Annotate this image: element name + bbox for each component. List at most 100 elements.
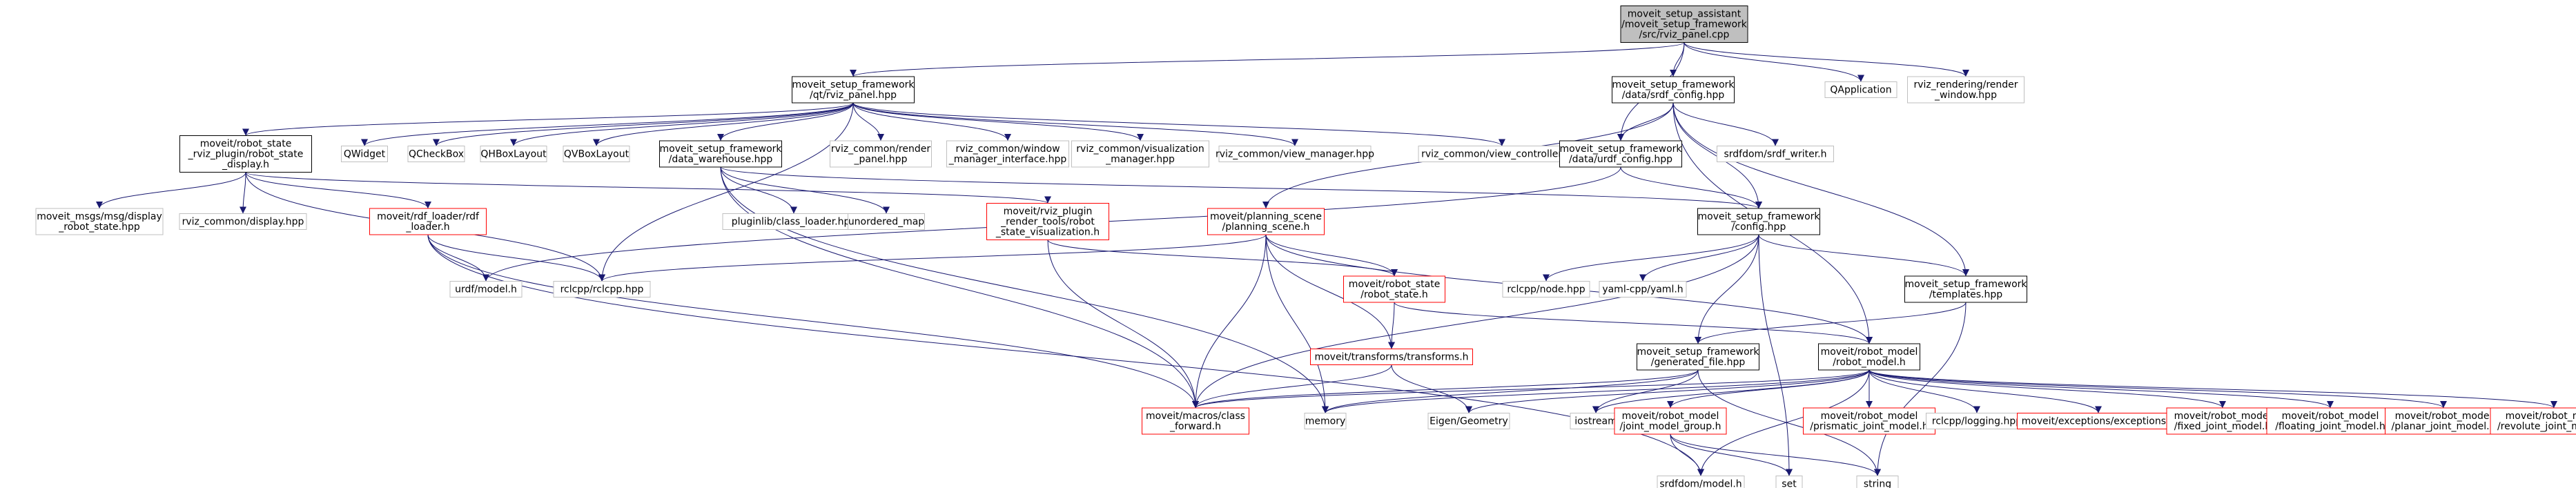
graph-node-class-forward[interactable]: moveit/macros/class_forward.h (1142, 407, 1249, 435)
graph-node-rviz-panel-hpp[interactable]: moveit_setup_framework/qt/rviz_panel.hpp (792, 76, 915, 104)
node-label-line: moveit/robot_state (200, 139, 292, 150)
graph-node-yaml: yaml-cpp/yaml.h (1599, 281, 1687, 297)
node-label-line: moveit/rdf_loader/rdf (377, 211, 480, 222)
edge-rviz-panel-hpp-to-qcheckbox (433, 102, 854, 146)
graph-node-qvboxlayout: QVBoxLayout (563, 146, 630, 162)
edge-robot-state-display-to-rdf-loader (245, 172, 431, 209)
graph-node-robot-state-h[interactable]: moveit/robot_state/robot_state.h (1343, 275, 1445, 303)
edge-robot-model-h-to-exceptions (1868, 369, 2102, 413)
edge-robot-model-h-to-iostream (1592, 369, 1870, 413)
edge-planning-scene-to-transforms (1265, 234, 1395, 349)
graph-node-robot-state-visualization[interactable]: moveit/rviz_plugin_render_tools/robot_st… (986, 203, 1109, 240)
edge-generated-file-to-iostream (1592, 369, 1699, 413)
node-label-line: _manager.hpp (1105, 154, 1175, 165)
node-label-line: _loader.h (405, 222, 449, 233)
graph-node-rdf-loader[interactable]: moveit/rdf_loader/rdf_loader.h (369, 208, 487, 235)
edge-robot-state-visualization-to-robot-state-h (1047, 240, 1398, 277)
node-box (480, 146, 547, 162)
edge-joint-model-group-to-string (1670, 433, 1881, 476)
node-label-line: moveit/robot_model (2174, 411, 2272, 422)
node-box (35, 208, 164, 235)
edge-templates-hpp-to-generated-file (1695, 302, 1967, 344)
node-label-line: /data_warehouse.hpp (669, 154, 773, 165)
edge-config-hpp-to-set (1758, 234, 1793, 476)
graph-node-joint-model-group[interactable]: moveit/robot_model/joint_model_group.h (1614, 407, 1727, 435)
edge-config-hpp-to-yaml (1639, 234, 1759, 282)
edge-rviz-panel-hpp-to-robot-state-display (242, 102, 854, 136)
graph-node-logging: rclcpp/logging.hpp (1926, 413, 2028, 429)
node-label-line: rviz_common/view_controller.hpp (1421, 149, 1583, 160)
edge-rviz-panel-hpp-to-rclcpp (598, 102, 854, 282)
edge-rviz-panel-hpp-to-qwidget (361, 102, 854, 146)
node-label-line: moveit_setup_framework (659, 144, 782, 155)
node-box (1304, 413, 1347, 429)
node-label-line: Eigen/Geometry (1430, 416, 1508, 427)
node-label-line: moveit/macros/class (1146, 411, 1245, 422)
graph-node-srdfdom-model: srdfdom/model.h (1657, 476, 1745, 488)
graph-node-floating-joint[interactable]: moveit/robot_model/floating_joint_model.… (2266, 407, 2394, 435)
node-label-line: _robot_state.hpp (58, 222, 140, 233)
node-label-line: /src/rviz_panel.cpp (1639, 30, 1730, 41)
node-label-line: moveit/rviz_plugin (1004, 206, 1093, 217)
node-label-line: urdf/model.h (455, 284, 517, 295)
node-box (1427, 413, 1510, 429)
node-box (1559, 140, 1682, 168)
node-label-line: /prismatic_joint_model.h (1810, 421, 1928, 432)
node-label-line: rviz_common/display.hpp (182, 217, 304, 228)
edge-joint-model-group-to-set (1670, 433, 1793, 476)
graph-node-eigen: Eigen/Geometry (1427, 413, 1510, 429)
node-label-line: QWidget (344, 149, 386, 160)
graph-node-generated-file[interactable]: moveit_setup_framework/generated_file.hp… (1637, 343, 1759, 371)
graph-node-fixed-joint[interactable]: moveit/robot_model/fixed_joint_model.h (2166, 407, 2279, 435)
graph-node-set: set (1775, 476, 1803, 488)
graph-node-robot-state-display[interactable]: moveit/robot_state_rviz_plugin/robot_sta… (179, 135, 312, 173)
node-label-line: moveit/robot_model (2506, 411, 2576, 422)
node-label-line: _rviz_plugin/robot_state (188, 149, 304, 160)
graph-node-qapplication: QApplication (1824, 81, 1897, 98)
graph-node-robot-model-h[interactable]: moveit/robot_model/robot_model.h (1818, 343, 1920, 371)
node-box (1856, 476, 1899, 488)
graph-node-data-warehouse[interactable]: moveit_setup_framework/data_warehouse.hp… (659, 140, 782, 168)
graph-node-transforms[interactable]: moveit/transforms/transforms.h (1310, 349, 1473, 365)
node-box (830, 140, 932, 168)
node-label-line: srdfdom/srdf_writer.h (1724, 149, 1826, 160)
node-box (1599, 281, 1687, 297)
node-label-line: /qt/rviz_panel.hpp (810, 90, 897, 101)
node-label-line: moveit/planning_scene (1210, 211, 1322, 222)
node-label-line: QVBoxLayout (564, 149, 630, 160)
graph-node-qhboxlayout: QHBoxLayout (480, 146, 547, 162)
node-box (2166, 407, 2279, 435)
graph-node-render-panel: rviz_common/render_panel.hpp (830, 140, 932, 168)
node-box (1637, 343, 1759, 371)
graph-node-planning-scene[interactable]: moveit/planning_scene/planning_scene.h (1207, 208, 1325, 235)
node-box (1310, 349, 1473, 365)
graph-node-config-hpp[interactable]: moveit_setup_framework/config.hpp (1697, 208, 1820, 235)
graph-node-templates-hpp[interactable]: moveit_setup_framework/templates.hpp (1904, 275, 2027, 303)
node-box (1614, 407, 1727, 435)
graph-node-display-robot-state: moveit_msgs/msg/display_robot_state.hpp (35, 208, 164, 235)
edge-generated-file-to-string (1697, 369, 1881, 476)
graph-node-root[interactable]: moveit_setup_assistant/moveit_setup_fram… (1620, 6, 1748, 43)
graph-node-revolute-joint[interactable]: moveit/robot_model/revolute_joint_model.… (2490, 407, 2576, 435)
node-label-line: _window.hpp (1934, 90, 1997, 101)
node-box (986, 203, 1109, 240)
node-label-line: /moveit_setup_framework (1621, 19, 1748, 30)
edge-planning-scene-to-rclcpp (598, 234, 1267, 282)
node-label-line: moveit_setup_framework (792, 79, 915, 90)
graph-node-view-controller: rviz_common/view_controller.hpp (1418, 146, 1586, 162)
graph-node-planar-joint[interactable]: moveit/robot_model/planar_joint_model.h (2385, 407, 2502, 435)
graph-node-qcheckbox: QCheckBox (407, 146, 465, 162)
graph-node-unordered-map: unordered_map (848, 213, 925, 230)
graph-node-srdf-config-hpp[interactable]: moveit_setup_framework/data/srdf_config.… (1612, 76, 1735, 104)
edge-robot-model-h-to-srdfdom-model (1697, 369, 1870, 476)
node-label-line: moveit/robot_model (1622, 411, 1719, 422)
node-label-line: rviz_common/view_manager.hpp (1216, 149, 1374, 160)
graph-node-urdf-config[interactable]: moveit_setup_framework/data/urdf_config.… (1559, 140, 1682, 168)
node-label-line: /planning_scene.h (1222, 222, 1310, 233)
node-box (848, 213, 925, 230)
node-box (449, 281, 523, 297)
graph-node-prismatic[interactable]: moveit/robot_model/prismatic_joint_model… (1803, 407, 1935, 435)
node-label-line: /revolute_joint_model.h (2497, 421, 2576, 432)
graph-node-exceptions[interactable]: moveit/exceptions/exceptions.h (2017, 413, 2180, 429)
node-label-line: /config.hpp (1732, 222, 1786, 233)
